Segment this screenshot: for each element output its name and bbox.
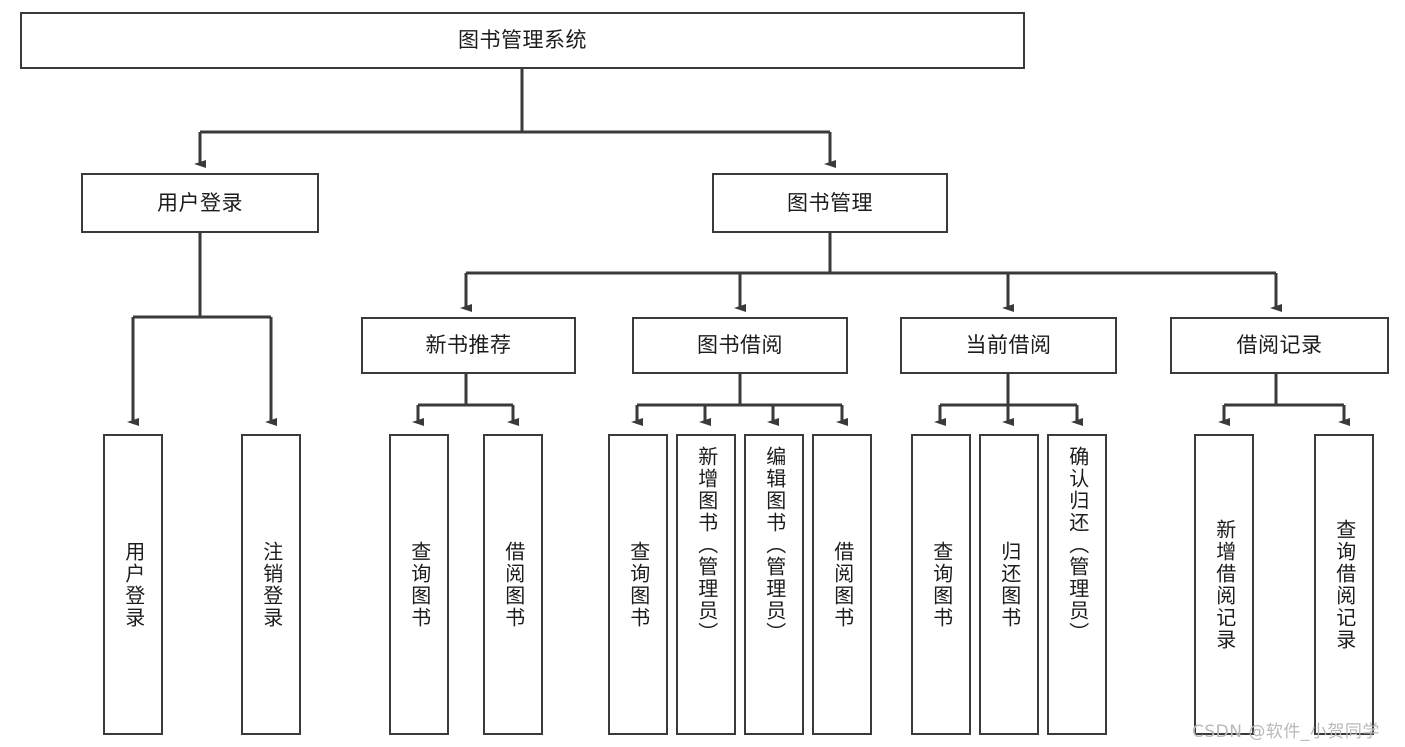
- leaf-logout[interactable]: 注销登录: [241, 434, 301, 735]
- leaf-user-login[interactable]: 用户登录: [103, 434, 163, 735]
- leaf-borrow-book-recommend-label: 借阅图书: [501, 540, 526, 629]
- node-book-management-label: 图书管理: [787, 190, 873, 215]
- node-current-borrow[interactable]: 当前借阅: [900, 317, 1117, 374]
- leaf-query-book-borrow-label: 查询图书: [626, 540, 651, 629]
- leaf-logout-label: 注销登录: [259, 540, 284, 629]
- leaf-add-borrow-record-label: 新增借阅记录: [1212, 518, 1237, 651]
- leaf-return-book-label: 归还图书: [997, 540, 1022, 629]
- leaf-edit-book-admin[interactable]: 编辑图书（管理员）: [744, 434, 804, 735]
- leaf-borrow-book-label: 借阅图书: [830, 540, 855, 629]
- node-borrow-record-label: 借阅记录: [1236, 333, 1323, 358]
- leaf-borrow-book[interactable]: 借阅图书: [812, 434, 872, 735]
- node-new-book-recommend-label: 新书推荐: [425, 333, 512, 358]
- leaf-query-book-borrow[interactable]: 查询图书: [608, 434, 668, 735]
- leaf-add-book-admin-label: 新增图书（管理员）: [694, 446, 719, 644]
- leaf-query-book-current[interactable]: 查询图书: [911, 434, 971, 735]
- leaf-add-borrow-record[interactable]: 新增借阅记录: [1194, 434, 1254, 735]
- node-root-book-management-system[interactable]: 图书管理系统: [20, 12, 1025, 69]
- node-borrow-record[interactable]: 借阅记录: [1170, 317, 1389, 374]
- leaf-user-login-label: 用户登录: [121, 540, 146, 629]
- leaf-confirm-return-admin-label: 确认归还（管理员）: [1065, 446, 1090, 644]
- leaf-query-borrow-record-label: 查询借阅记录: [1332, 518, 1357, 651]
- node-root-label: 图书管理系统: [458, 28, 587, 53]
- leaf-query-book-recommend[interactable]: 查询图书: [389, 434, 449, 735]
- leaf-borrow-book-recommend[interactable]: 借阅图书: [483, 434, 543, 735]
- watermark-csdn: CSDN @软件_小贺同学: [1192, 722, 1380, 742]
- node-current-borrow-label: 当前借阅: [965, 333, 1052, 358]
- node-user-login-label: 用户登录: [157, 190, 243, 215]
- leaf-query-book-recommend-label: 查询图书: [407, 540, 432, 629]
- leaf-query-borrow-record[interactable]: 查询借阅记录: [1314, 434, 1374, 735]
- node-book-borrow-label: 图书借阅: [697, 333, 783, 358]
- node-user-login[interactable]: 用户登录: [81, 173, 319, 233]
- node-book-borrow[interactable]: 图书借阅: [632, 317, 848, 374]
- node-book-management[interactable]: 图书管理: [712, 173, 948, 233]
- leaf-edit-book-admin-label: 编辑图书（管理员）: [762, 446, 787, 644]
- leaf-query-book-current-label: 查询图书: [929, 540, 954, 629]
- leaf-add-book-admin[interactable]: 新增图书（管理员）: [676, 434, 736, 735]
- leaf-confirm-return-admin[interactable]: 确认归还（管理员）: [1047, 434, 1107, 735]
- leaf-return-book[interactable]: 归还图书: [979, 434, 1039, 735]
- node-new-book-recommend[interactable]: 新书推荐: [361, 317, 576, 374]
